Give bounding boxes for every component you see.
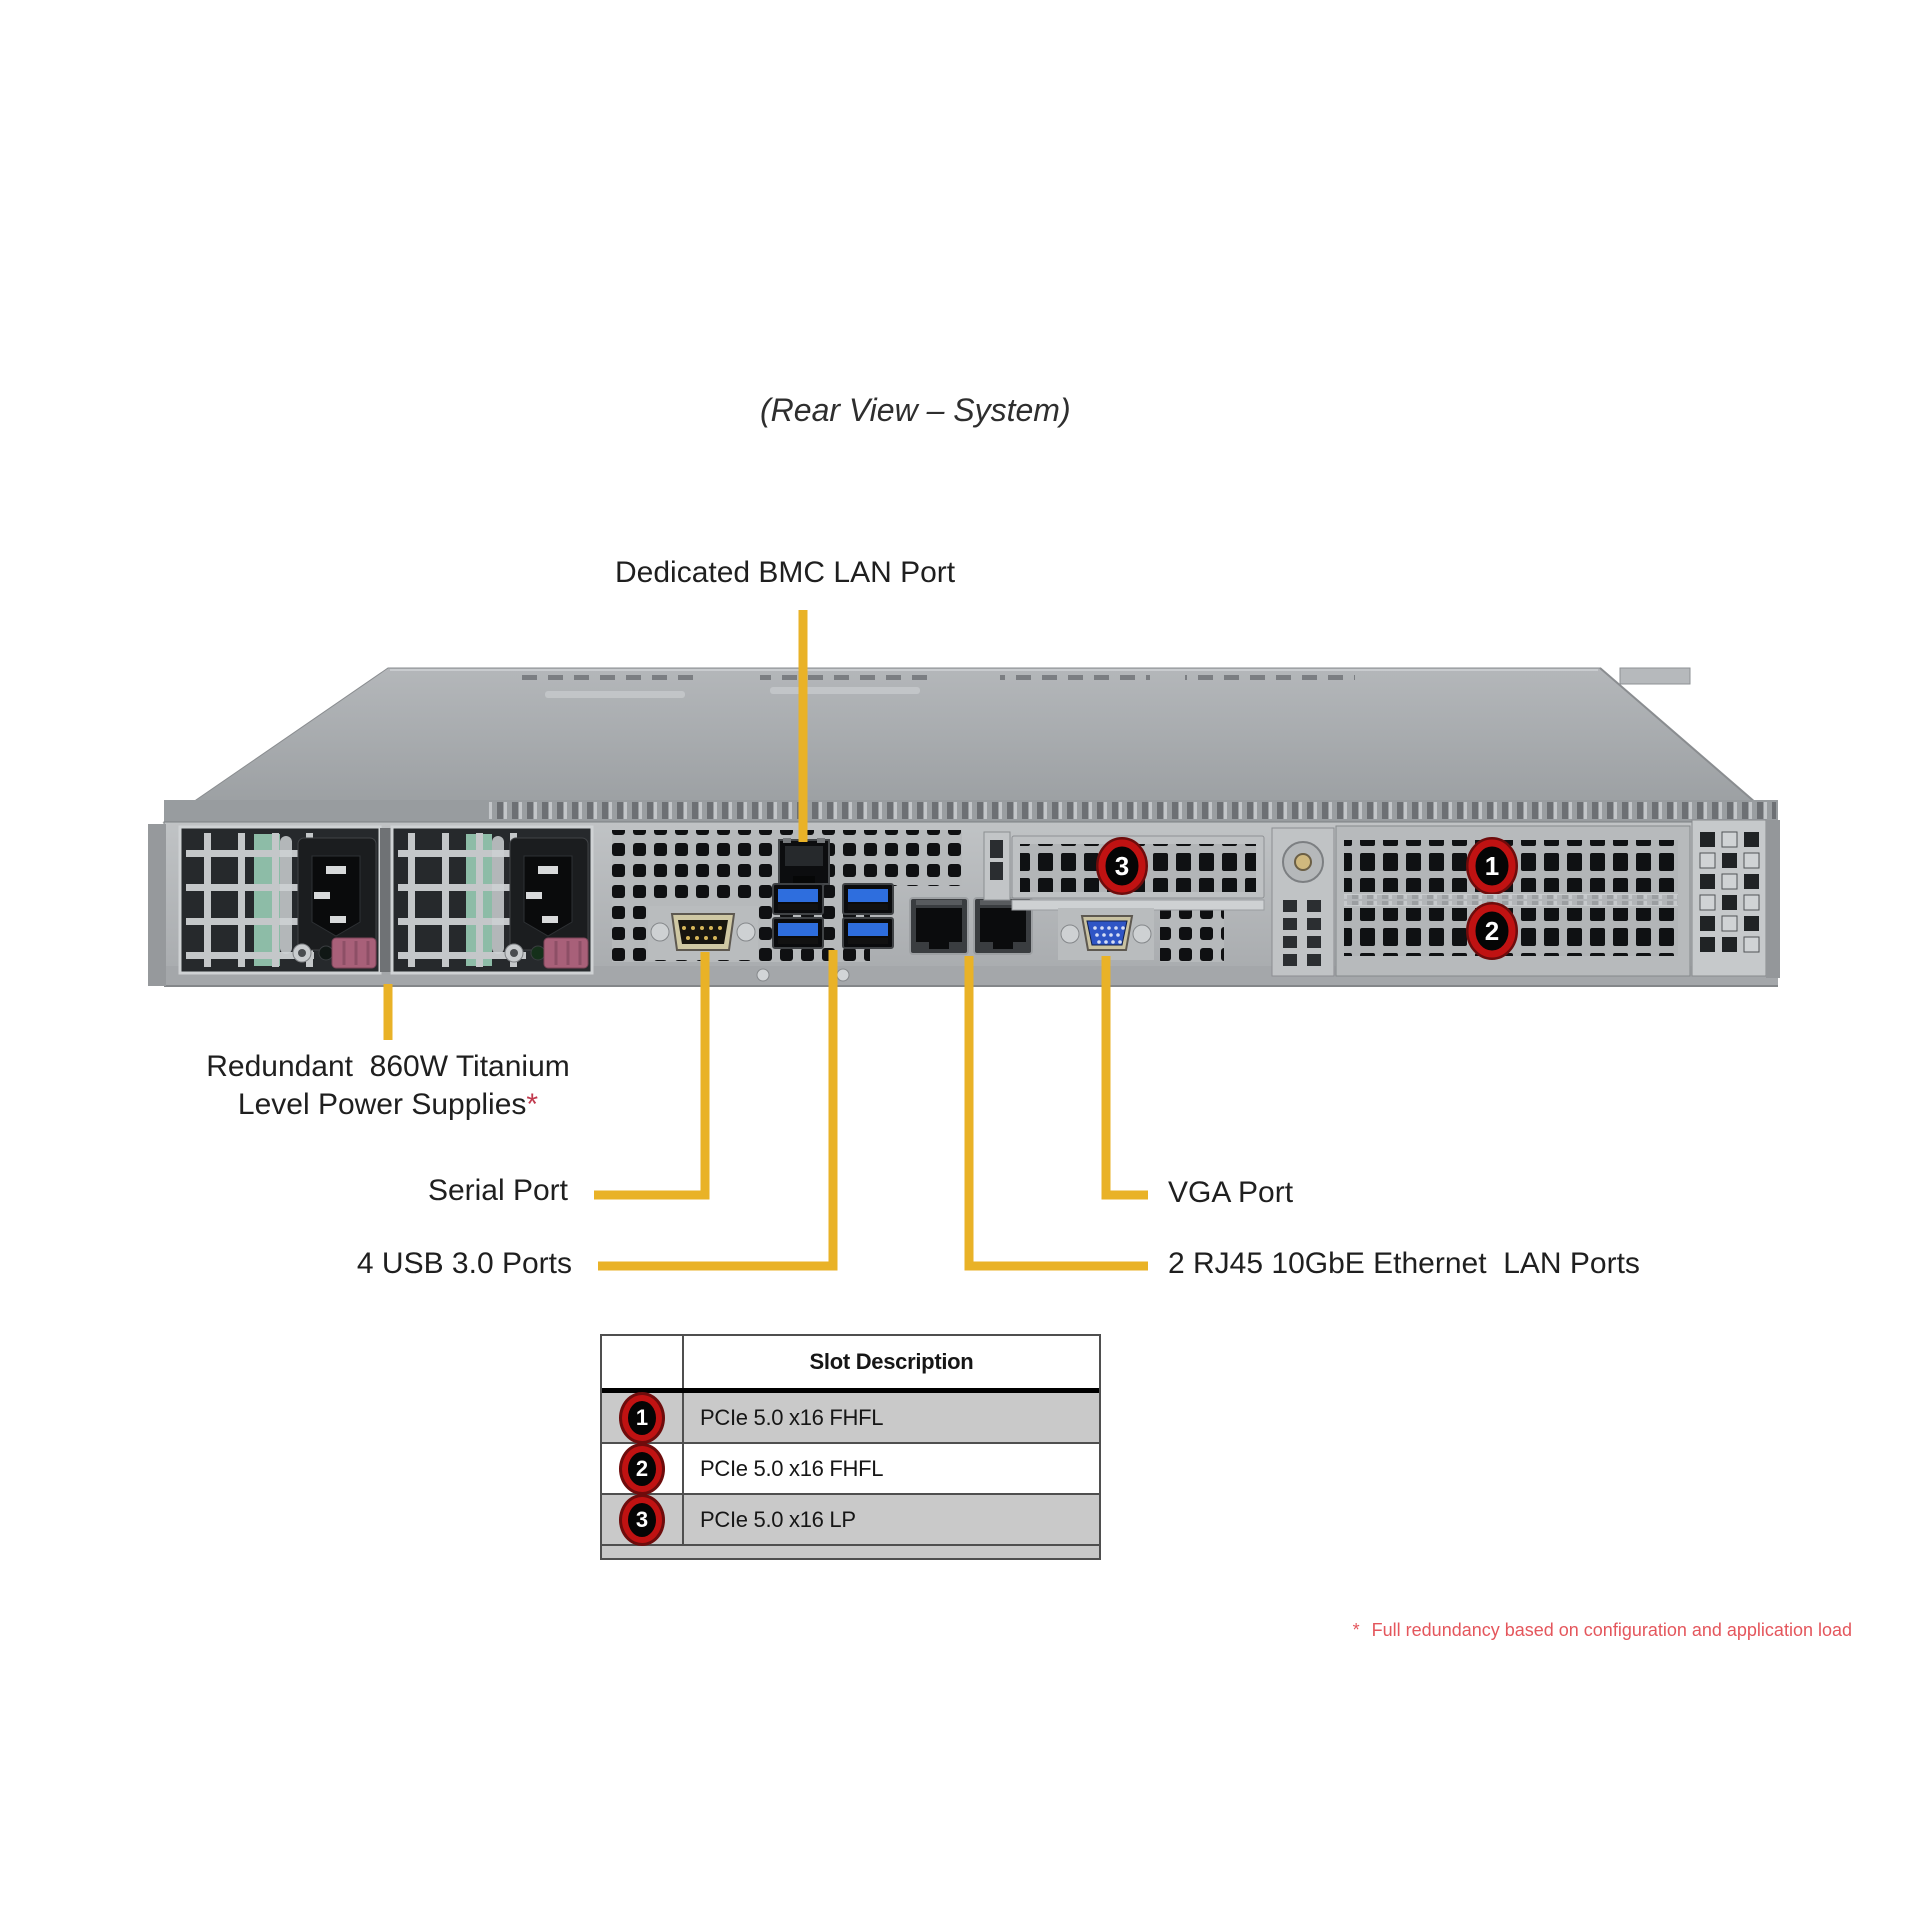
table-row: 2 PCIe 5.0 x16 FHFL <box>602 1444 1099 1495</box>
serial-port <box>648 906 758 960</box>
callout-line-serial <box>594 952 710 1200</box>
table-row: 1 PCIe 5.0 x16 FHFL <box>602 1393 1099 1444</box>
footnote: * Full redundancy based on configuration … <box>1353 1620 1852 1641</box>
bmc-lan-port <box>778 838 830 885</box>
lan-port-1 <box>909 897 969 955</box>
slot-3-description: PCIe 5.0 x16 LP <box>700 1506 856 1532</box>
chassis-top-face <box>162 667 1780 823</box>
view-caption: (Rear View – System) <box>760 392 1071 428</box>
svg-text:1: 1 <box>1485 851 1499 881</box>
pcie-slot-area: 1 2 <box>1335 825 1691 977</box>
table-footer-strip <box>602 1546 1099 1558</box>
psu-asterisk: * <box>526 1088 539 1121</box>
table-header-badge-col <box>602 1336 684 1388</box>
right-vent-bracket <box>1691 819 1780 978</box>
psu-divider <box>380 828 392 972</box>
lan-ports-label: 2 RJ45 10GbE Ethernet LAN Ports <box>1168 1247 1640 1280</box>
table-header-label: Slot Description <box>809 1349 974 1374</box>
usb-port <box>842 917 894 949</box>
table-row: 3 PCIe 5.0 x16 LP <box>602 1495 1099 1546</box>
vga-port-label: VGA Port <box>1168 1176 1294 1209</box>
footnote-text: Full redundancy based on configuration a… <box>1371 1620 1852 1640</box>
table-badge-1: 1 <box>622 1394 662 1441</box>
callout-line-lan <box>964 956 1148 1271</box>
bmc-lan-label: Dedicated BMC LAN Port <box>615 556 956 589</box>
svg-text:2: 2 <box>1485 916 1499 946</box>
slot-2-description: PCIe 5.0 x16 FHFL <box>700 1455 884 1481</box>
pcie-slot-3: 3 <box>983 831 1265 911</box>
usb-port <box>842 883 894 915</box>
vga-port <box>1058 908 1154 960</box>
lan-port-2 <box>973 897 1033 955</box>
usb-port <box>772 917 824 949</box>
usb-ports <box>772 883 894 949</box>
callout-line-vga <box>1101 956 1148 1200</box>
table-header-row: Slot Description <box>602 1336 1099 1393</box>
footnote-marker: * <box>1352 1620 1360 1640</box>
svg-text:3: 3 <box>1115 851 1129 881</box>
io-vent-grid-right <box>1160 906 1224 962</box>
chassis-vent-ridge <box>164 800 1778 822</box>
psu-label-line1: Redundant 860W Titanium <box>206 1050 570 1083</box>
table-badge-3: 3 <box>622 1496 662 1543</box>
thumbscrew-bracket <box>1271 827 1335 977</box>
table-badge-2: 2 <box>622 1445 662 1492</box>
pcie-slot-1: 1 <box>1344 837 1678 895</box>
usb-port <box>772 883 824 915</box>
serial-port-label: Serial Port <box>427 1174 568 1207</box>
usb-ports-label: 4 USB 3.0 Ports <box>356 1247 572 1280</box>
slot-badge-3: 3 <box>1096 837 1148 895</box>
pcie-slot-2: 2 <box>1344 902 1678 960</box>
callout-line-usb <box>598 950 838 1271</box>
psu-label: Redundant 860W Titanium Level Power Supp… <box>158 1048 618 1124</box>
slot-description-table: Slot Description 1 PCIe 5.0 x16 FHFL 2 P… <box>600 1334 1101 1560</box>
slot-1-description: PCIe 5.0 x16 FHFL <box>700 1404 884 1430</box>
io-vent-grid-upper-right <box>862 830 962 886</box>
psu-label-line2: Level Power Supplies* <box>237 1088 539 1121</box>
server-rear-illustration: 3 1 <box>148 610 1780 1271</box>
power-supply-2 <box>390 825 594 975</box>
power-supply-1 <box>178 825 382 975</box>
